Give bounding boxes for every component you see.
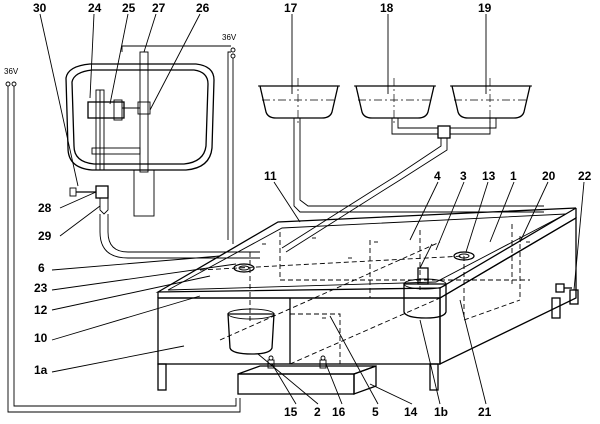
label-11: 11: [264, 169, 277, 183]
bucket-right: [403, 243, 447, 319]
label-23: 23: [34, 281, 48, 295]
label-26: 26: [196, 1, 210, 15]
label-16: 16: [332, 405, 346, 419]
basin-17: [258, 78, 340, 126]
label-5: 5: [372, 405, 379, 419]
label-19: 19: [478, 1, 492, 15]
bucket-left: [227, 308, 275, 355]
label-28: 28: [38, 201, 52, 215]
label-14: 14: [404, 405, 418, 419]
label-24: 24: [88, 1, 102, 15]
leader-lines: [39, 13, 585, 405]
label-2: 2: [314, 405, 321, 419]
label-17: 17: [284, 1, 298, 15]
label-25: 25: [122, 1, 136, 15]
label-30: 30: [33, 1, 47, 15]
label-4: 4: [434, 169, 441, 183]
base-tray: [237, 355, 377, 395]
basin-19: [450, 78, 532, 126]
label-29: 29: [38, 229, 52, 243]
label-21: 21: [478, 405, 492, 419]
label-18: 18: [380, 1, 394, 15]
label-27: 27: [152, 1, 166, 15]
label-22: 22: [578, 169, 592, 183]
voltage-label-top: 36V: [222, 33, 237, 42]
reference-labels: 30 24 25 27 26 17 18 19 11 4 3 13 1 20 2…: [33, 1, 592, 419]
label-1b: 1b: [434, 405, 448, 419]
left-power-wire: 36V: [4, 67, 241, 413]
label-3: 3: [460, 169, 467, 183]
main-table: [155, 207, 577, 391]
valve-and-pipe: [69, 185, 260, 259]
label-12: 12: [34, 303, 48, 317]
label-1a: 1a: [34, 363, 48, 377]
label-13: 13: [482, 169, 496, 183]
label-15: 15: [284, 405, 298, 419]
basin-18: [354, 78, 436, 126]
label-6: 6: [38, 261, 45, 275]
basin-drain-pipes: [281, 118, 544, 253]
label-20: 20: [542, 169, 556, 183]
label-10: 10: [34, 331, 48, 345]
label-1: 1: [510, 169, 517, 183]
voltage-label-left: 36V: [4, 67, 19, 76]
